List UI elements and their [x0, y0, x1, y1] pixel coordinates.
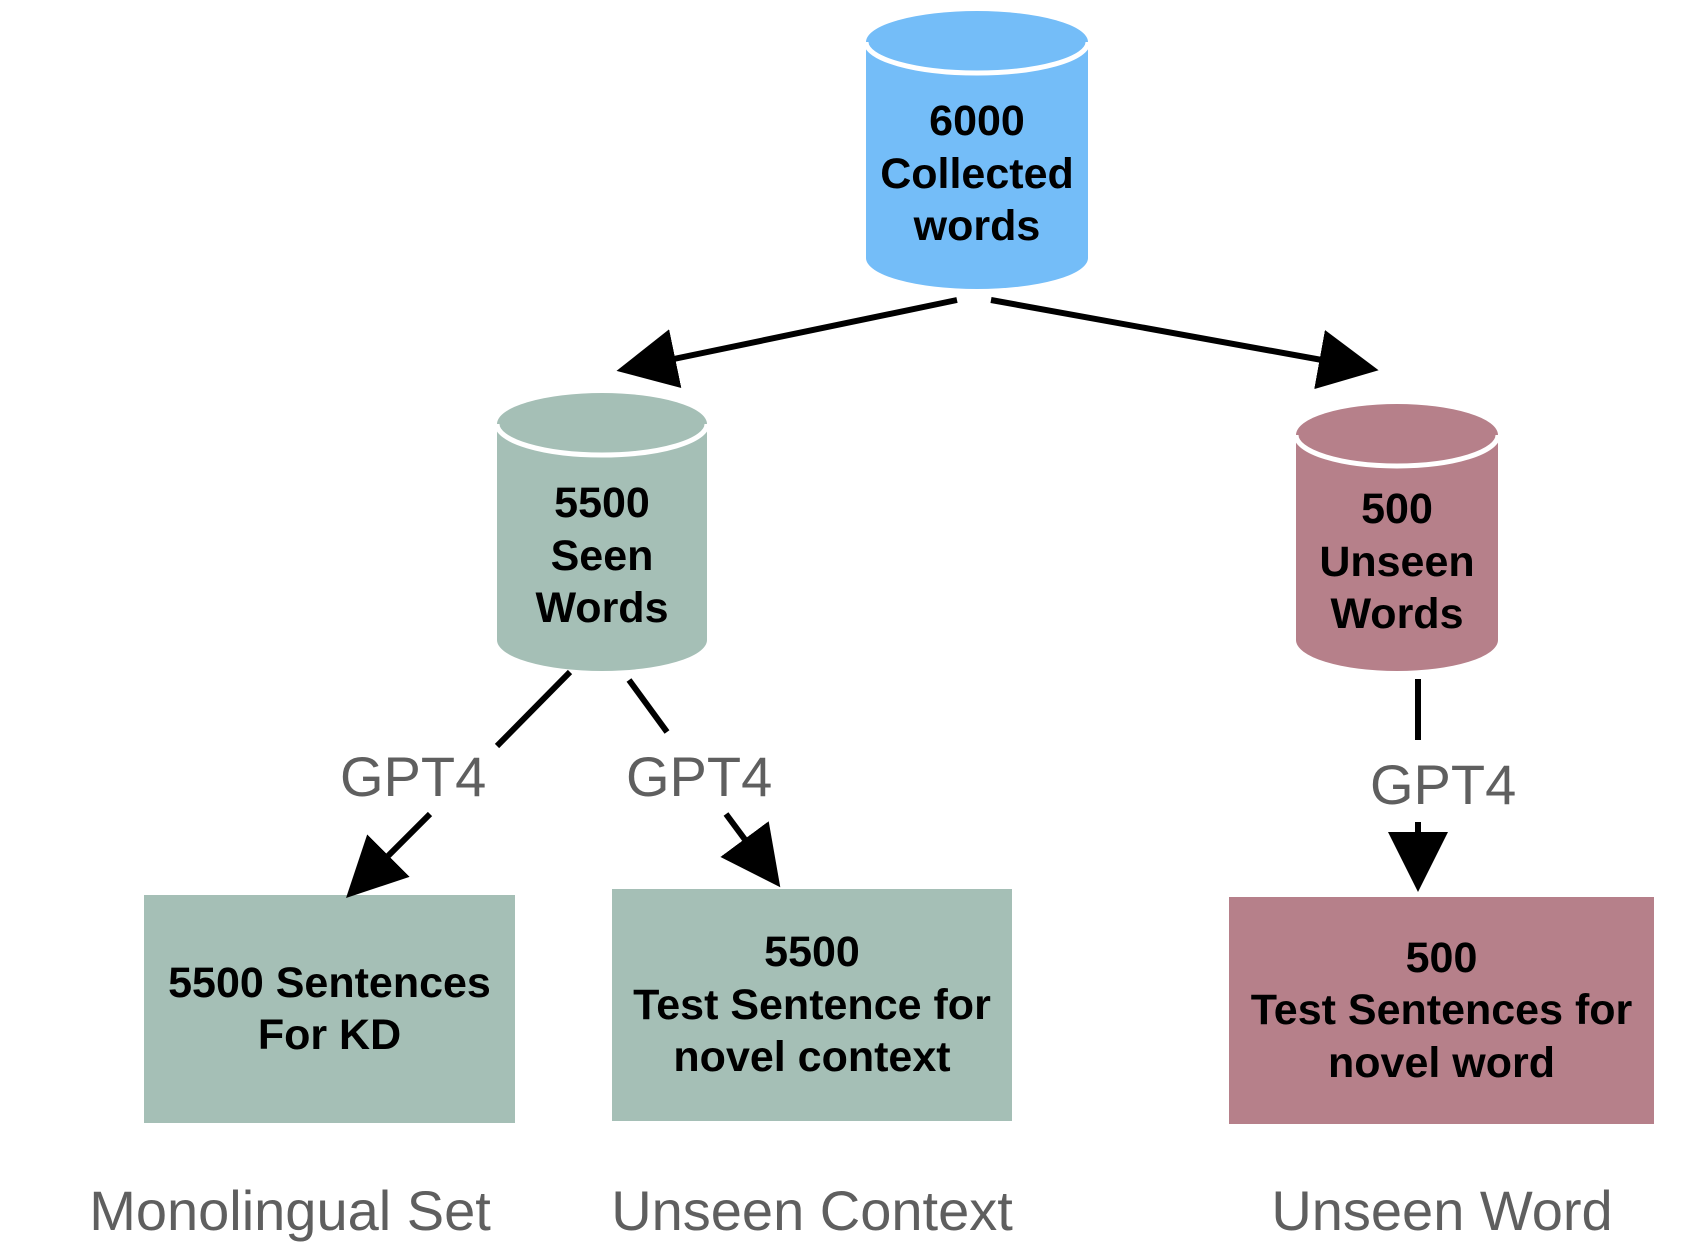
collected-cylinder-rim: [863, 41, 1091, 76]
novel-word-box: [1229, 897, 1654, 1124]
unseen-cylinder-rim: [1293, 434, 1501, 469]
collected-line-3: words: [913, 202, 1041, 251]
gpt4-label-left: GPT4: [340, 745, 487, 808]
novel-word-line-2: Test Sentences for: [1250, 986, 1633, 1035]
seen-line-1: 5500: [554, 479, 650, 528]
collected-cylinder-body: [866, 42, 1088, 289]
novel-context-line-3: novel context: [673, 1033, 951, 1082]
unseen-words-cylinder: [1293, 404, 1501, 671]
collected-words-cylinder: [863, 11, 1091, 289]
collected-words-label: 6000 Collected words: [862, 86, 1092, 262]
seen-line-3: Words: [535, 584, 669, 633]
kd-sentences-label: 5500 Sentences For KD: [144, 895, 515, 1123]
seen-cylinder-body: [497, 424, 707, 671]
novel-context-line-1: 5500: [764, 928, 860, 977]
edge-seen-to-kd-lower: [346, 811, 433, 898]
gpt4-label-middle: GPT4: [626, 745, 773, 808]
seen-words-cylinder: [494, 393, 710, 671]
edge-collected-to-seen: [616, 297, 958, 389]
novel-context-label: 5500 Test Sentence for novel context: [612, 889, 1012, 1121]
unseen-cylinder-top: [1296, 404, 1498, 466]
novel-word-line-1: 500: [1405, 933, 1478, 982]
seen-line-2: Seen: [550, 531, 654, 580]
unseen-cylinder-body: [1296, 435, 1498, 671]
unseen-line-1: 500: [1361, 485, 1433, 534]
unseen-words-label: 500 Unseen Words: [1296, 474, 1498, 650]
novel-context-box: [612, 889, 1012, 1121]
kd-sentences-box: [144, 895, 515, 1123]
novel-context-line-2: Test Sentence for: [633, 980, 991, 1029]
edge-seen-to-kd-upper: [494, 669, 573, 749]
edge-seen-to-context-lower: [720, 812, 781, 888]
unseen-line-3: Words: [1330, 590, 1464, 639]
novel-word-line-3: novel word: [1328, 1038, 1555, 1087]
edge-collected-to-unseen: [990, 297, 1379, 390]
unseen-line-2: Unseen: [1319, 537, 1475, 586]
kd-line-1: 5500 Sentences: [168, 958, 491, 1007]
seen-cylinder-rim: [494, 423, 710, 458]
caption-unseen-context: Unseen Context: [611, 1179, 1013, 1242]
kd-line-2: For KD: [257, 1011, 402, 1059]
collected-cylinder-top: [866, 11, 1088, 73]
seen-cylinder-top: [497, 393, 707, 455]
edge-seen-to-context-upper: [626, 678, 670, 734]
collected-line-1: 6000: [929, 97, 1025, 146]
caption-monolingual-set: Monolingual Set: [89, 1179, 491, 1242]
collected-line-2: Collected: [880, 149, 1074, 198]
seen-words-label: 5500 Seen Words: [497, 468, 707, 644]
gpt4-label-right: GPT4: [1370, 753, 1517, 816]
caption-unseen-word: Unseen Word: [1271, 1179, 1613, 1242]
novel-word-label: 500 Test Sentences for novel word: [1229, 897, 1654, 1124]
